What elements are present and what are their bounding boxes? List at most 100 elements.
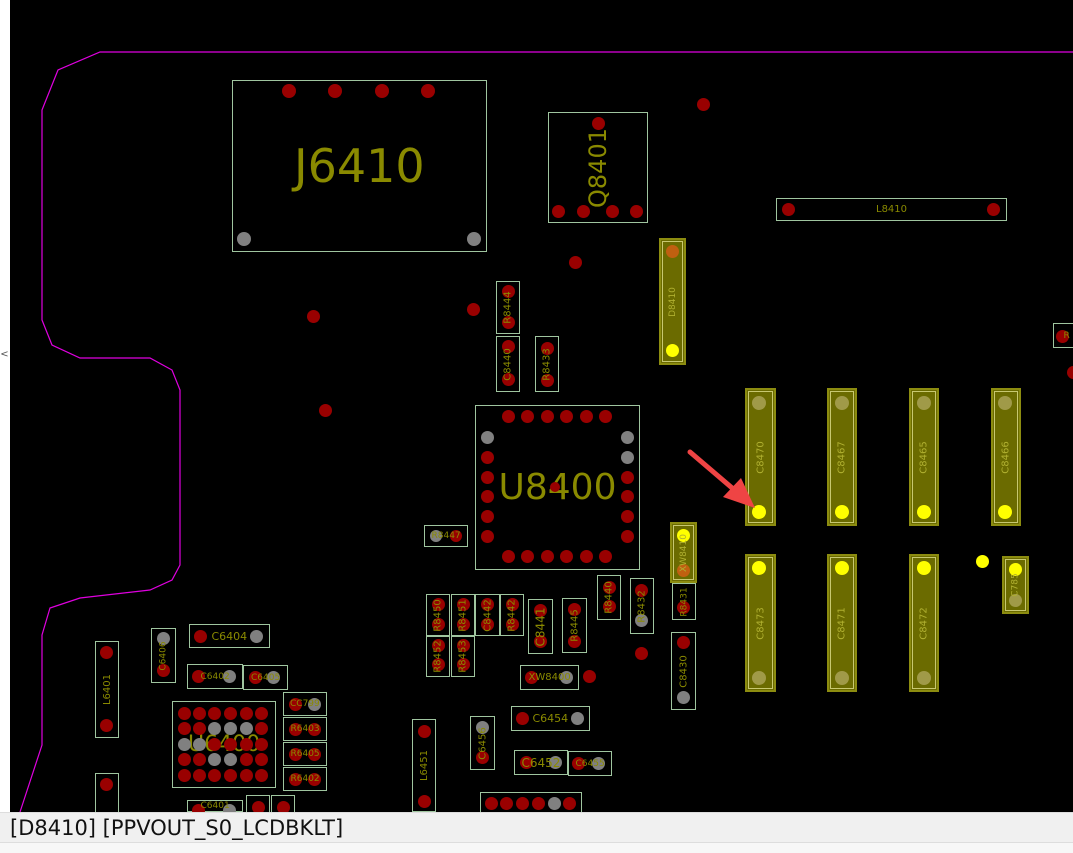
pad[interactable]: [502, 373, 515, 386]
pad[interactable]: [752, 671, 766, 685]
pad[interactable]: [289, 723, 302, 736]
pad[interactable]: [606, 205, 619, 218]
pad[interactable]: [549, 756, 562, 769]
pad[interactable]: [677, 636, 690, 649]
pad[interactable]: [193, 769, 206, 782]
pad[interactable]: [568, 635, 581, 648]
pad[interactable]: [240, 707, 253, 720]
pad[interactable]: [193, 738, 206, 751]
pad[interactable]: [635, 584, 648, 597]
pad[interactable]: [917, 671, 931, 685]
pad[interactable]: [677, 564, 690, 577]
pad[interactable]: [752, 561, 766, 575]
pad[interactable]: [502, 410, 515, 423]
pad[interactable]: [178, 707, 191, 720]
pad[interactable]: [592, 117, 605, 130]
pad[interactable]: [208, 707, 221, 720]
pad[interactable]: [835, 396, 849, 410]
pad[interactable]: [677, 529, 690, 542]
pad[interactable]: [621, 471, 634, 484]
pad[interactable]: [502, 550, 515, 563]
component-connector[interactable]: [480, 792, 582, 812]
via[interactable]: [319, 404, 332, 417]
pad[interactable]: [577, 205, 590, 218]
pad[interactable]: [550, 482, 560, 492]
pad[interactable]: [621, 431, 634, 444]
pad[interactable]: [752, 396, 766, 410]
pad[interactable]: [502, 285, 515, 298]
pad[interactable]: [521, 410, 534, 423]
pad[interactable]: [481, 490, 494, 503]
collapse-panel-handle[interactable]: <: [0, 340, 9, 370]
pad[interactable]: [328, 84, 342, 98]
pad[interactable]: [467, 232, 481, 246]
pad[interactable]: [308, 773, 321, 786]
pad[interactable]: [677, 601, 690, 614]
pad[interactable]: [240, 722, 253, 735]
via[interactable]: [467, 303, 480, 316]
pad[interactable]: [430, 530, 442, 542]
pad[interactable]: [580, 550, 593, 563]
pad[interactable]: [432, 658, 445, 671]
pad[interactable]: [481, 451, 494, 464]
pad[interactable]: [592, 757, 605, 770]
pad[interactable]: [635, 614, 648, 627]
pad[interactable]: [502, 316, 515, 329]
pad[interactable]: [255, 753, 268, 766]
pad[interactable]: [208, 738, 221, 751]
pad[interactable]: [666, 344, 679, 357]
pad[interactable]: [481, 598, 494, 611]
pad[interactable]: [552, 205, 565, 218]
pad[interactable]: [240, 753, 253, 766]
pad[interactable]: [192, 670, 205, 683]
pad[interactable]: [476, 751, 489, 764]
pad[interactable]: [421, 84, 435, 98]
component-l8410[interactable]: [776, 198, 1007, 221]
pad[interactable]: [100, 778, 113, 791]
pad[interactable]: [1056, 330, 1069, 343]
pad[interactable]: [308, 723, 321, 736]
pad[interactable]: [560, 550, 573, 563]
pad[interactable]: [541, 550, 554, 563]
pad[interactable]: [534, 635, 547, 648]
pad[interactable]: [917, 505, 931, 519]
pad[interactable]: [193, 753, 206, 766]
pad[interactable]: [267, 671, 280, 684]
pad[interactable]: [282, 84, 296, 98]
pad[interactable]: [208, 753, 221, 766]
pad[interactable]: [541, 374, 554, 387]
pad[interactable]: [418, 795, 431, 808]
pad[interactable]: [250, 630, 263, 643]
pad[interactable]: [255, 707, 268, 720]
pad[interactable]: [572, 757, 585, 770]
pad[interactable]: [224, 722, 237, 735]
pad[interactable]: [193, 707, 206, 720]
pad[interactable]: [450, 530, 462, 542]
pad[interactable]: [476, 721, 489, 734]
pad[interactable]: [432, 598, 445, 611]
pad[interactable]: [289, 773, 302, 786]
pad[interactable]: [603, 600, 616, 613]
pad[interactable]: [998, 505, 1012, 519]
via[interactable]: [307, 310, 320, 323]
pad[interactable]: [223, 804, 236, 813]
pad[interactable]: [249, 671, 262, 684]
pad[interactable]: [534, 604, 547, 617]
pad[interactable]: [666, 245, 679, 258]
pad[interactable]: [917, 396, 931, 410]
pad[interactable]: [481, 530, 494, 543]
pad[interactable]: [255, 738, 268, 751]
pad[interactable]: [157, 632, 170, 645]
pad[interactable]: [481, 618, 494, 631]
pad[interactable]: [506, 598, 519, 611]
pad[interactable]: [603, 581, 616, 594]
pad[interactable]: [541, 410, 554, 423]
pad[interactable]: [240, 738, 253, 751]
pad[interactable]: [457, 639, 470, 652]
pad[interactable]: [580, 410, 593, 423]
pad[interactable]: [502, 340, 515, 353]
pad[interactable]: [375, 84, 389, 98]
pad[interactable]: [224, 738, 237, 751]
pad[interactable]: [208, 722, 221, 735]
pad[interactable]: [621, 490, 634, 503]
